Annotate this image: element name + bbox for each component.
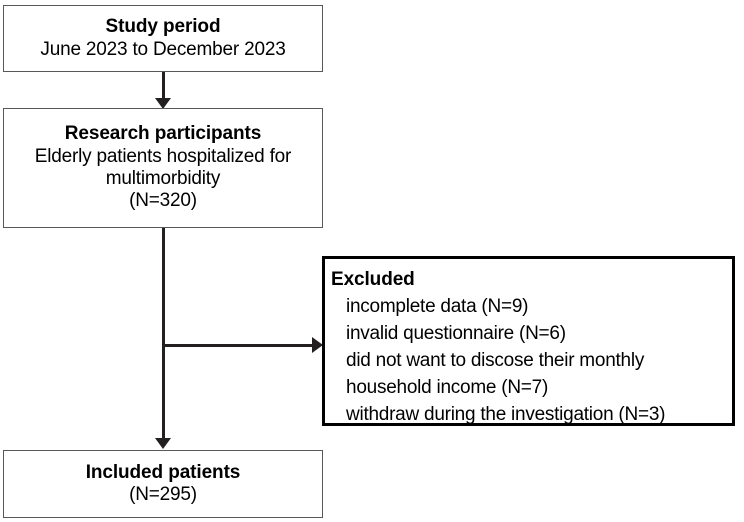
connector-research-participants-to-included-patients [162, 228, 165, 440]
node-excluded-reason-list: incomplete data (N=9) invalid questionna… [331, 294, 732, 429]
connector-spine-to-excluded [162, 344, 314, 347]
list-item: incomplete data (N=9) [346, 295, 529, 317]
node-study-period: Study period June 2023 to December 2023 [3, 5, 323, 72]
list-item: household income (N=7) [346, 376, 549, 398]
node-included-patients: Included patients (N=295) [3, 450, 323, 518]
node-research-participants: Research participants Elderly patients h… [3, 108, 323, 228]
node-research-participants-title: Research participants [64, 123, 262, 145]
arrow-right-icon-excluded [312, 337, 323, 353]
arrow-down-icon-study-period [155, 98, 171, 109]
connector-study-period-to-research-participants [162, 72, 165, 100]
node-included-patients-line-1: (N=295) [129, 484, 197, 505]
node-study-period-line-1: June 2023 to December 2023 [40, 38, 286, 60]
list-item: invalid questionnaire (N=6) [346, 322, 566, 344]
node-research-participants-line-3: (N=320) [129, 190, 197, 212]
list-item: did not want to discose their monthly [346, 349, 645, 371]
node-excluded: Excluded incomplete data (N=9) invalid q… [322, 256, 735, 426]
node-research-participants-line-2: multimorbidity [105, 168, 221, 189]
list-item: withdraw during the investigation (N=3) [346, 403, 666, 425]
node-excluded-title: Excluded [331, 269, 415, 290]
arrow-down-icon-included-patients [155, 438, 171, 449]
node-included-patients-title: Included patients [85, 461, 241, 483]
node-study-period-title: Study period [105, 16, 221, 38]
node-research-participants-line-1: Elderly patients hospitalized for [34, 145, 292, 167]
